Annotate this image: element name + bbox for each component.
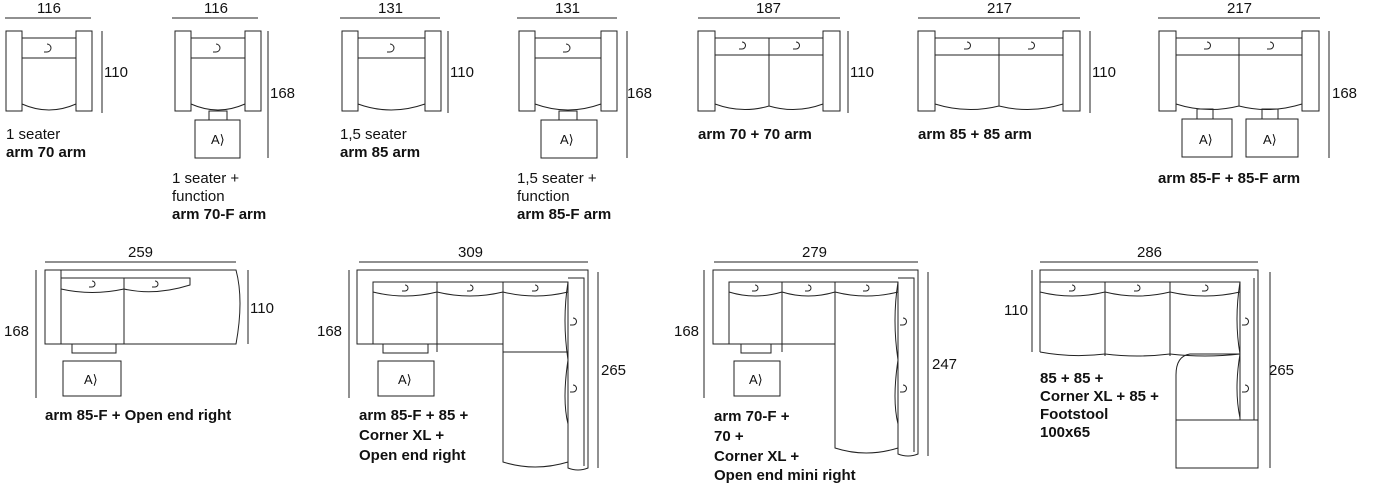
module-caption: function (172, 188, 225, 205)
footstool (1175, 419, 1259, 469)
width-dimension: 131 (378, 0, 404, 17)
module-name-line: Footstool (1040, 406, 1109, 423)
module-8-plan (35, 261, 249, 398)
module-name: arm 85 + 85 arm (918, 126, 1032, 143)
recline-arrow-icon (964, 41, 971, 50)
power-function-icon: A⟩ (398, 372, 412, 387)
module-name: arm 85 arm (340, 144, 421, 161)
width-dimension: 116 (204, 0, 228, 17)
recline-arrow-icon (1134, 284, 1141, 292)
module-5-plan (697, 17, 849, 113)
depth-dimension: 265 (1269, 362, 1295, 379)
recline-arrow-icon (44, 43, 52, 53)
module-name: arm 85-F arm (517, 206, 612, 223)
recline-arrow-icon (563, 43, 571, 53)
module-name-line: 70 + (714, 428, 744, 445)
depth-dimension: 110 (250, 300, 274, 317)
recline-arrow-icon (1242, 384, 1249, 393)
depth-dimension: 110 (850, 64, 874, 81)
module-caption: function (517, 188, 570, 205)
depth-dimension: 168 (317, 323, 343, 340)
depth-dimension: 168 (627, 85, 653, 102)
module-name: arm 70 arm (6, 144, 87, 161)
power-function-icon: A⟩ (560, 132, 574, 147)
module-3-plan (340, 17, 449, 113)
module-7-plan (1158, 17, 1330, 158)
module-name-line: Open end mini right (714, 467, 856, 484)
depth-dimension: 168 (674, 323, 700, 340)
module-name-line: Corner XL + 85 + (1040, 388, 1159, 405)
power-function-icon: A⟩ (1263, 132, 1277, 147)
recline-arrow-icon (900, 384, 907, 393)
width-dimension: 217 (987, 0, 1013, 17)
recline-arrow-icon (1069, 284, 1076, 292)
width-dimension: 279 (802, 244, 828, 261)
width-dimension: 187 (756, 0, 782, 17)
module-6-plan (917, 17, 1091, 113)
module-name-line: Corner XL + (714, 448, 800, 465)
recline-arrow-icon (152, 280, 159, 288)
width-dimension: 131 (555, 0, 581, 17)
module-name-line: 100x65 (1040, 424, 1091, 441)
recline-arrow-icon (863, 284, 870, 292)
module-4-plan (517, 17, 628, 159)
recline-arrow-icon (402, 284, 409, 292)
module-2-plan (172, 17, 269, 159)
module-name-line: arm 70-F + (714, 408, 790, 425)
module-name: arm 85-F + 85-F arm (1158, 170, 1301, 187)
depth-dimension: 110 (104, 64, 128, 81)
recline-arrow-icon (1267, 41, 1274, 50)
recline-arrow-icon (1204, 41, 1211, 50)
depth-dimension: 110 (1004, 302, 1028, 319)
width-dimension: 286 (1137, 244, 1163, 261)
module-10-plan (703, 261, 929, 457)
module-9-plan (348, 261, 599, 471)
recline-arrow-icon (570, 384, 577, 393)
depth-dimension: 247 (932, 356, 958, 373)
width-dimension: 309 (458, 244, 484, 261)
width-dimension: 217 (1227, 0, 1253, 17)
module-name-line: 85 + 85 + (1040, 370, 1104, 387)
module-name: arm 70 + 70 arm (698, 126, 812, 143)
module-name-line: arm 85-F + 85 + (359, 407, 469, 424)
module-name: arm 70-F arm (172, 206, 267, 223)
module-caption: 1,5 seater (340, 126, 407, 143)
depth-dimension: 168 (270, 85, 296, 102)
recline-arrow-icon (805, 284, 812, 292)
module-name-line: Open end right (359, 447, 466, 464)
recline-arrow-icon (570, 317, 577, 326)
recline-arrow-icon (739, 41, 746, 50)
module-caption: 1 seater + (172, 170, 240, 187)
width-dimension: 259 (128, 244, 154, 261)
recline-arrow-icon (1202, 284, 1209, 292)
module-name-line: Corner XL + (359, 427, 445, 444)
power-function-icon: A⟩ (749, 372, 763, 387)
power-function-icon: A⟩ (211, 132, 225, 147)
power-function-icon: A⟩ (84, 372, 98, 387)
depth-dimension: 265 (601, 362, 627, 379)
recline-arrow-icon (387, 43, 395, 53)
recline-arrow-icon (532, 284, 539, 292)
module-caption: 1,5 seater + (517, 170, 597, 187)
module-caption: 1 seater (6, 126, 61, 143)
recline-arrow-icon (900, 317, 907, 326)
recline-arrow-icon (1242, 317, 1249, 326)
recline-arrow-icon (213, 43, 221, 53)
recline-arrow-icon (752, 284, 759, 292)
module-11-plan (1031, 261, 1271, 469)
module-1-plan (5, 17, 103, 113)
depth-dimension: 168 (4, 323, 30, 340)
depth-dimension: 110 (1092, 64, 1116, 81)
width-dimension: 116 (37, 0, 61, 17)
module-name: arm 85-F + Open end right (45, 407, 232, 424)
depth-dimension: 168 (1332, 85, 1358, 102)
recline-arrow-icon (1028, 41, 1035, 50)
power-function-icon: A⟩ (1199, 132, 1213, 147)
recline-arrow-icon (467, 284, 474, 292)
depth-dimension: 110 (450, 64, 474, 81)
recline-arrow-icon (89, 280, 96, 288)
recline-arrow-icon (793, 41, 800, 50)
